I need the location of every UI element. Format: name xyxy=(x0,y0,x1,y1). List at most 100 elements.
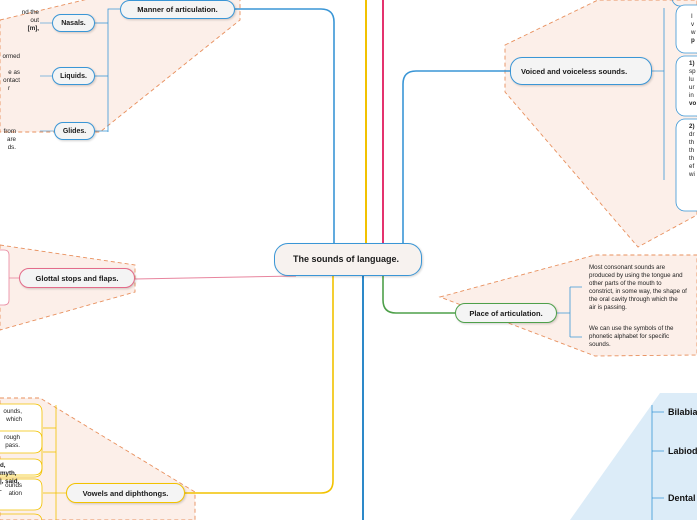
vowels-text-line: |, said, xyxy=(0,478,20,485)
vowel-child-box-2 xyxy=(0,430,43,476)
liquids-text-line: ormed xyxy=(2,53,20,60)
central-topic[interactable]: The sounds of language. xyxy=(274,243,422,276)
nasals-label: Nasals. xyxy=(61,19,86,27)
voiced-text-line: 1) xyxy=(689,60,695,67)
connector-vowels xyxy=(185,276,334,494)
glottal-title: Glottal stops and flaps. xyxy=(35,273,119,283)
voiced-text-line: ur xyxy=(689,84,695,91)
glides-text-line: are xyxy=(7,136,16,143)
glottal-child-box xyxy=(0,249,10,306)
place-subtopic-area xyxy=(438,254,697,357)
manner-subtopic-area xyxy=(0,0,241,133)
place-items-area xyxy=(570,393,697,520)
voiced-text-line: th xyxy=(689,139,695,146)
voiced-title: Voiced and voiceless sounds. xyxy=(521,66,628,76)
connector-voiced-sub xyxy=(652,8,665,180)
vowels-text-line: ounds, xyxy=(3,408,22,415)
topic-voiced-and-voiceless-sounds[interactable]: Voiced and voiceless sounds. xyxy=(510,57,652,85)
subtopic-liquids[interactable]: Liquids. xyxy=(52,67,95,85)
topic-glottal-stops-and-flaps[interactable]: Glottal stops and flaps. xyxy=(19,268,135,288)
vowels-text-line: myth, xyxy=(0,470,17,477)
voiced-text-line: I xyxy=(691,13,693,20)
liquids-text: ormed e as ontact r xyxy=(0,53,20,93)
voiced-child-box-2 xyxy=(675,55,697,117)
connector-voiced xyxy=(402,70,510,243)
vowels-text-line: which xyxy=(6,416,22,423)
place-title: Place of articulation. xyxy=(469,308,543,318)
place-text-line: air is passing. xyxy=(589,304,627,311)
glides-text-line: ds. xyxy=(7,144,16,151)
voiced-subtopic-area xyxy=(504,0,697,248)
voiced-child-box-1 xyxy=(675,4,697,54)
vowel-child-box-4 xyxy=(0,513,43,520)
topic-place-of-articulation[interactable]: Place of articulation. xyxy=(455,303,557,323)
place-text-line: other parts of the mouth to xyxy=(589,280,662,287)
connector-manner-sub xyxy=(107,8,120,132)
subtopic-glides[interactable]: Glides. xyxy=(54,122,95,140)
vowels-text-3: d, myth, |, said, . xyxy=(0,462,30,494)
voiced-text-line: dr xyxy=(689,131,695,138)
vowels-text-line: d, xyxy=(0,462,6,469)
voiced-text-line: th xyxy=(689,147,695,154)
connector-place xyxy=(382,276,455,314)
vowels-text-line: ation xyxy=(8,490,22,497)
voiced-text-line: vo xyxy=(689,100,697,107)
place-description-1: Most consonant sounds are produced by us… xyxy=(589,264,697,312)
voiced-text-line: sp xyxy=(689,68,696,75)
voiced-child-text-3: 2) dr th th th ef wi xyxy=(689,123,695,179)
nasals-text: nd the out [m], xyxy=(9,9,39,33)
voiced-text-line: th xyxy=(689,155,695,162)
vowels-text-line: rough xyxy=(4,434,20,441)
place-text-line: We can use the symbols of the xyxy=(589,325,674,332)
place-text-line: constrict, in some way, the shape of xyxy=(589,288,687,295)
topic-manner-of-articulation[interactable]: Manner of articulation. xyxy=(120,0,235,19)
voiced-text-line: 2) xyxy=(689,123,695,130)
voiced-child-box-3 xyxy=(675,118,697,212)
voiced-text-line: wi xyxy=(689,171,695,178)
central-topic-title: The sounds of language. xyxy=(293,254,400,264)
voiced-text-line: v xyxy=(691,21,695,28)
topic-vowels-and-diphthongs[interactable]: Vowels and diphthongs. xyxy=(66,483,185,503)
nasals-text-line: [m], xyxy=(27,25,39,32)
nasals-text-line: nd the xyxy=(21,9,39,16)
place-description-2: We can use the symbols of the phonetic a… xyxy=(589,325,697,349)
manner-title: Manner of articulation. xyxy=(137,5,218,14)
glides-text: from are ds. xyxy=(0,128,16,152)
connector-vowels-sub xyxy=(55,405,66,520)
place-item-dental[interactable]: Dental xyxy=(668,493,696,503)
vowels-text-line: pass. xyxy=(5,442,20,449)
place-text-line: sounds. xyxy=(589,341,611,348)
liquids-text-line: r xyxy=(8,85,11,92)
vowels-text-4: ounds ation xyxy=(0,482,22,498)
vowel-child-box-3 xyxy=(0,478,43,511)
vowels-title: Vowels and diphthongs. xyxy=(82,488,169,498)
connector-place-sub xyxy=(557,286,582,338)
nasals-text-line: out xyxy=(30,17,39,24)
voiced-text-line: w xyxy=(691,29,696,36)
connector-manner xyxy=(235,8,335,243)
voiced-text-line: p xyxy=(691,37,695,44)
vowels-text-line: . xyxy=(0,486,2,493)
voiced-text-line: lu xyxy=(689,76,694,83)
glides-text-line: from xyxy=(3,128,16,135)
glides-label: Glides. xyxy=(62,127,87,135)
connector-glottal xyxy=(134,275,297,280)
connector-place-items xyxy=(651,405,664,520)
vowels-text-1: ounds, which xyxy=(0,408,22,424)
liquids-text-line: e as xyxy=(8,69,20,76)
voiced-child-text-1: I v w p xyxy=(691,13,695,45)
place-text-line: phonetic alphabet for specific xyxy=(589,333,670,340)
voiced-text-line: in xyxy=(689,92,694,99)
place-item-bilabial[interactable]: Bilabia xyxy=(668,407,697,417)
place-text-line: Most consonant sounds are xyxy=(589,264,666,271)
voiced-text-line: ef xyxy=(689,163,695,170)
place-text-line: produced by using the tongue and xyxy=(589,272,683,279)
vowels-text-line: ounds xyxy=(5,482,22,489)
liquids-label: Liquids. xyxy=(60,72,87,80)
voiced-child-text-2: 1) sp lu ur in vo xyxy=(689,60,696,108)
liquids-text-line: ontact xyxy=(3,77,20,84)
place-text-line: the oral cavity through which the xyxy=(589,296,678,303)
place-item-labiodental[interactable]: Labiod xyxy=(668,446,697,456)
subtopic-nasals[interactable]: Nasals. xyxy=(52,14,95,32)
vowels-text-2: rough pass. xyxy=(0,434,20,450)
